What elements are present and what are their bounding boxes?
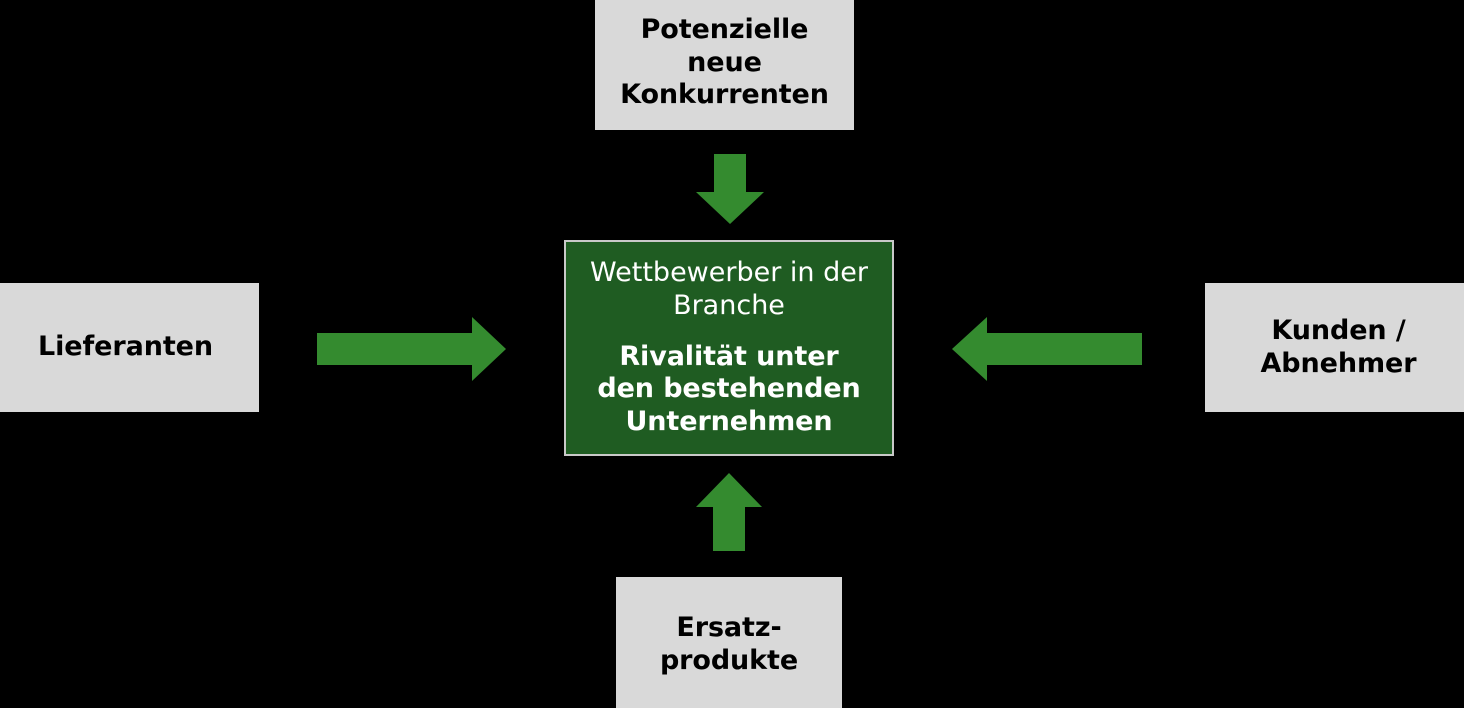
force-box-buyers: Kunden / Abnehmer xyxy=(1205,283,1464,412)
arrow-down-icon xyxy=(696,154,764,224)
force-box-substitutes-label: Ersatz- produkte xyxy=(660,612,798,678)
text-line: Potenzielle xyxy=(640,13,809,45)
text-line: Konkurrenten xyxy=(620,79,829,111)
text-line: den bestehenden xyxy=(597,373,861,405)
text-line: Rivalität unter xyxy=(619,340,839,372)
force-box-rivalry-center: Wettbewerber in der Branche Rivalität un… xyxy=(564,240,894,456)
text-line: Wettbewerber in der xyxy=(590,256,868,288)
force-box-suppliers: Lieferanten xyxy=(0,283,259,412)
text-line: Branche xyxy=(673,289,785,321)
text-line: neue xyxy=(687,46,762,78)
arrow-up-icon xyxy=(696,473,762,551)
text-line: Abnehmer xyxy=(1260,347,1417,379)
force-box-suppliers-label: Lieferanten xyxy=(38,331,213,364)
force-box-new-entrants: Potenzielle neue Konkurrenten xyxy=(595,0,854,130)
text-line: Kunden / xyxy=(1271,314,1406,346)
force-box-substitutes: Ersatz- produkte xyxy=(616,577,842,708)
force-box-new-entrants-label: Potenzielle neue Konkurrenten xyxy=(620,14,829,113)
text-line: Lieferanten xyxy=(38,331,213,363)
text-line: Ersatz- xyxy=(676,611,782,643)
text-line: produkte xyxy=(659,644,799,676)
rivalry-subline: Rivalität unter den bestehenden Unterneh… xyxy=(597,341,860,440)
arrow-left-icon xyxy=(952,317,1142,381)
force-box-buyers-label: Kunden / Abnehmer xyxy=(1261,315,1417,381)
rivalry-headline: Wettbewerber in der Branche xyxy=(590,257,868,323)
arrow-right-icon xyxy=(317,317,506,381)
text-line: Unternehmen xyxy=(625,406,833,438)
